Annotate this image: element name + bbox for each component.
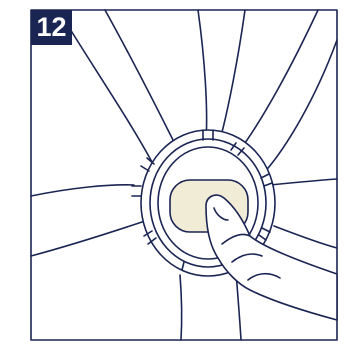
arm-top-left-outer xyxy=(61,15,153,163)
arm-bottom-left xyxy=(179,274,183,341)
arm-far-right-lower xyxy=(261,39,338,176)
panel-border xyxy=(30,9,338,341)
finger-pressing-icon xyxy=(205,194,338,321)
arm-left-upper xyxy=(30,184,135,197)
arm-far-right-upper xyxy=(239,9,319,151)
arm-right-upper xyxy=(269,178,338,186)
arm-right-lower xyxy=(273,225,338,249)
arm-top-left-inner xyxy=(104,9,179,151)
arm-top-right-right-edge xyxy=(219,9,246,141)
step-number-badge: 12 xyxy=(31,10,72,45)
arm-top-right-left-edge xyxy=(197,9,208,141)
arm-left-lower xyxy=(30,221,143,257)
